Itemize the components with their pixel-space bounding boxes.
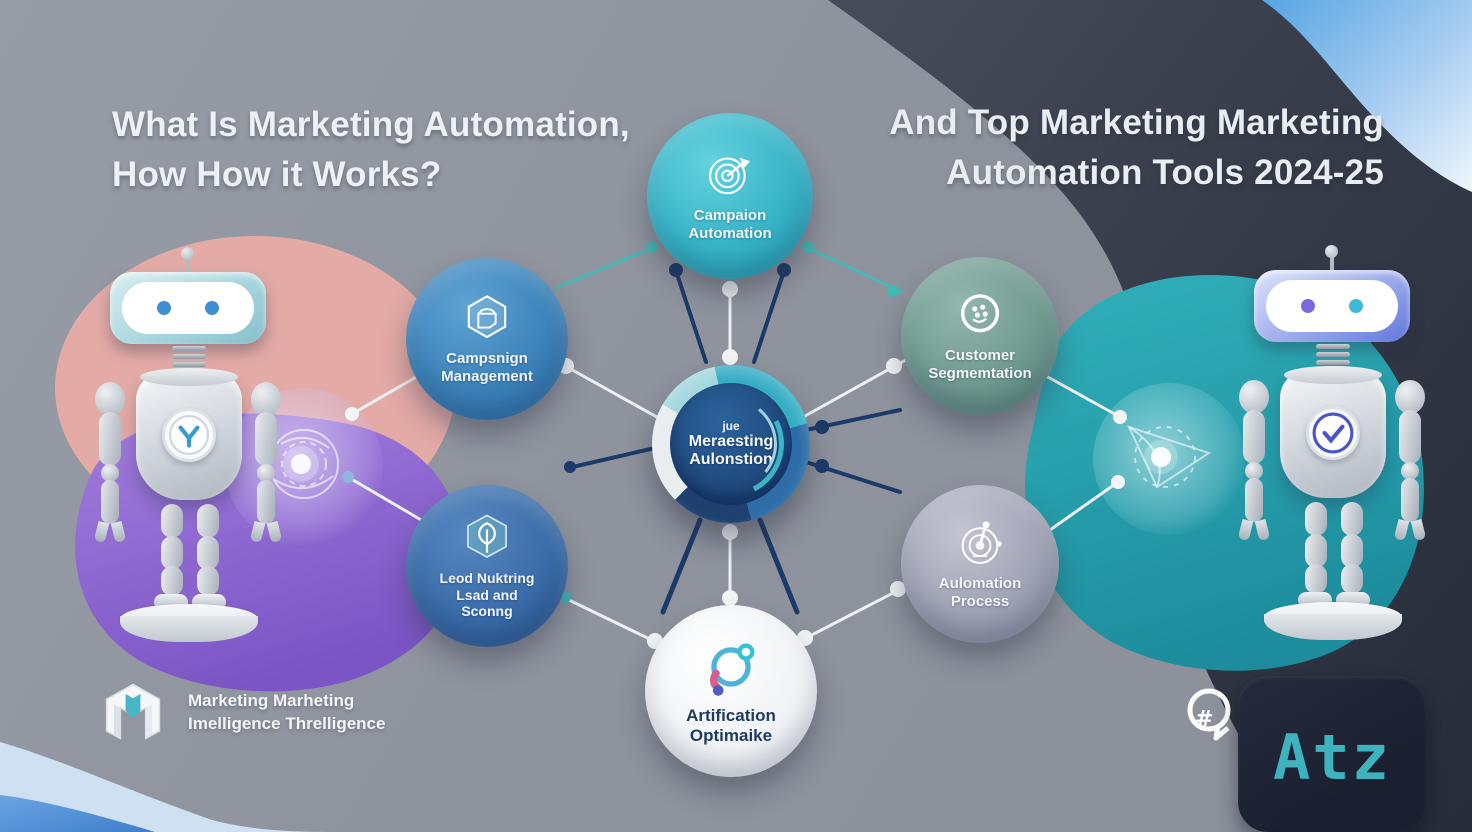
node-artification-optimize: Artification Optimaike	[645, 605, 817, 777]
atz-logo-card: Atz	[1238, 676, 1426, 832]
center-line2: Aulonstion	[689, 451, 773, 468]
robot-face	[122, 282, 254, 334]
robot-left	[88, 247, 288, 642]
title-right-line1: And Top Marketing Marketing	[889, 103, 1384, 142]
robot-chest-badge	[1306, 406, 1360, 460]
title-left-line1: What Is Marketing Automation,	[112, 105, 630, 144]
node-campaign-automation: Campaion Automation	[647, 113, 813, 279]
robot-head	[110, 272, 266, 344]
robot-head	[1254, 270, 1410, 342]
robot-torso	[1280, 366, 1386, 498]
svg-text:#: #	[1195, 707, 1213, 732]
robot-right	[1232, 245, 1432, 640]
target-arrow-icon	[709, 157, 750, 195]
hologram-sphere-right	[1093, 383, 1245, 535]
robot-face	[1266, 280, 1398, 332]
arrow-badge-icon	[169, 415, 209, 455]
hexagon-box-icon	[467, 295, 507, 339]
brand-left-line1: Marketing Marheting	[188, 691, 355, 711]
orbit-icon	[709, 643, 755, 696]
bottom-left-light-swoosh	[0, 742, 340, 832]
atz-logo-text: Atz	[1273, 720, 1391, 794]
brand-left: Marketing Marheting Imelligence Threllig…	[96, 676, 385, 750]
node-automation-process: Aulomation Process	[901, 485, 1059, 643]
chat-bubble-hash-icon: #	[1187, 688, 1231, 741]
top-right-blue-corner	[1262, 0, 1472, 192]
robot-eye	[157, 301, 171, 315]
node-lead-nurturing-scoring: Leod Nuktring Lsad and Sconng	[406, 485, 568, 647]
robot-eye	[1301, 299, 1315, 313]
antenna-icon	[186, 258, 190, 274]
bottom-left-blue-blob	[0, 795, 155, 832]
hexagon-leaf-icon	[467, 514, 507, 559]
robot-chest-badge	[162, 408, 216, 462]
antenna-icon	[1330, 256, 1334, 272]
title-left-line2: How How it Works?	[112, 154, 442, 194]
robot-eye	[1349, 299, 1363, 313]
title-right-line2: Automation Tools 2024-25	[946, 152, 1384, 192]
check-badge-icon	[1312, 412, 1354, 454]
title-left: What Is Marketing Automation, How How it…	[112, 100, 630, 199]
title-right: And Top Marketing Marketing Automation T…	[889, 98, 1384, 197]
node-customer-segmentation: Customer Segmemtation	[901, 257, 1059, 415]
center-line1: Meraesting	[688, 432, 774, 450]
brand-left-line2: Imelligence Threlligence	[188, 714, 386, 733]
gauge-target-icon	[961, 521, 1002, 565]
robot-eye	[205, 301, 219, 315]
people-circle-icon	[960, 294, 1000, 333]
center-small-text: jue	[722, 418, 740, 433]
node-center-marketing-automation: jue Meraesting Aulonstion	[652, 365, 810, 523]
node-campaign-management: Campsnign Management	[406, 258, 568, 420]
m-cube-logo-icon	[105, 683, 161, 740]
